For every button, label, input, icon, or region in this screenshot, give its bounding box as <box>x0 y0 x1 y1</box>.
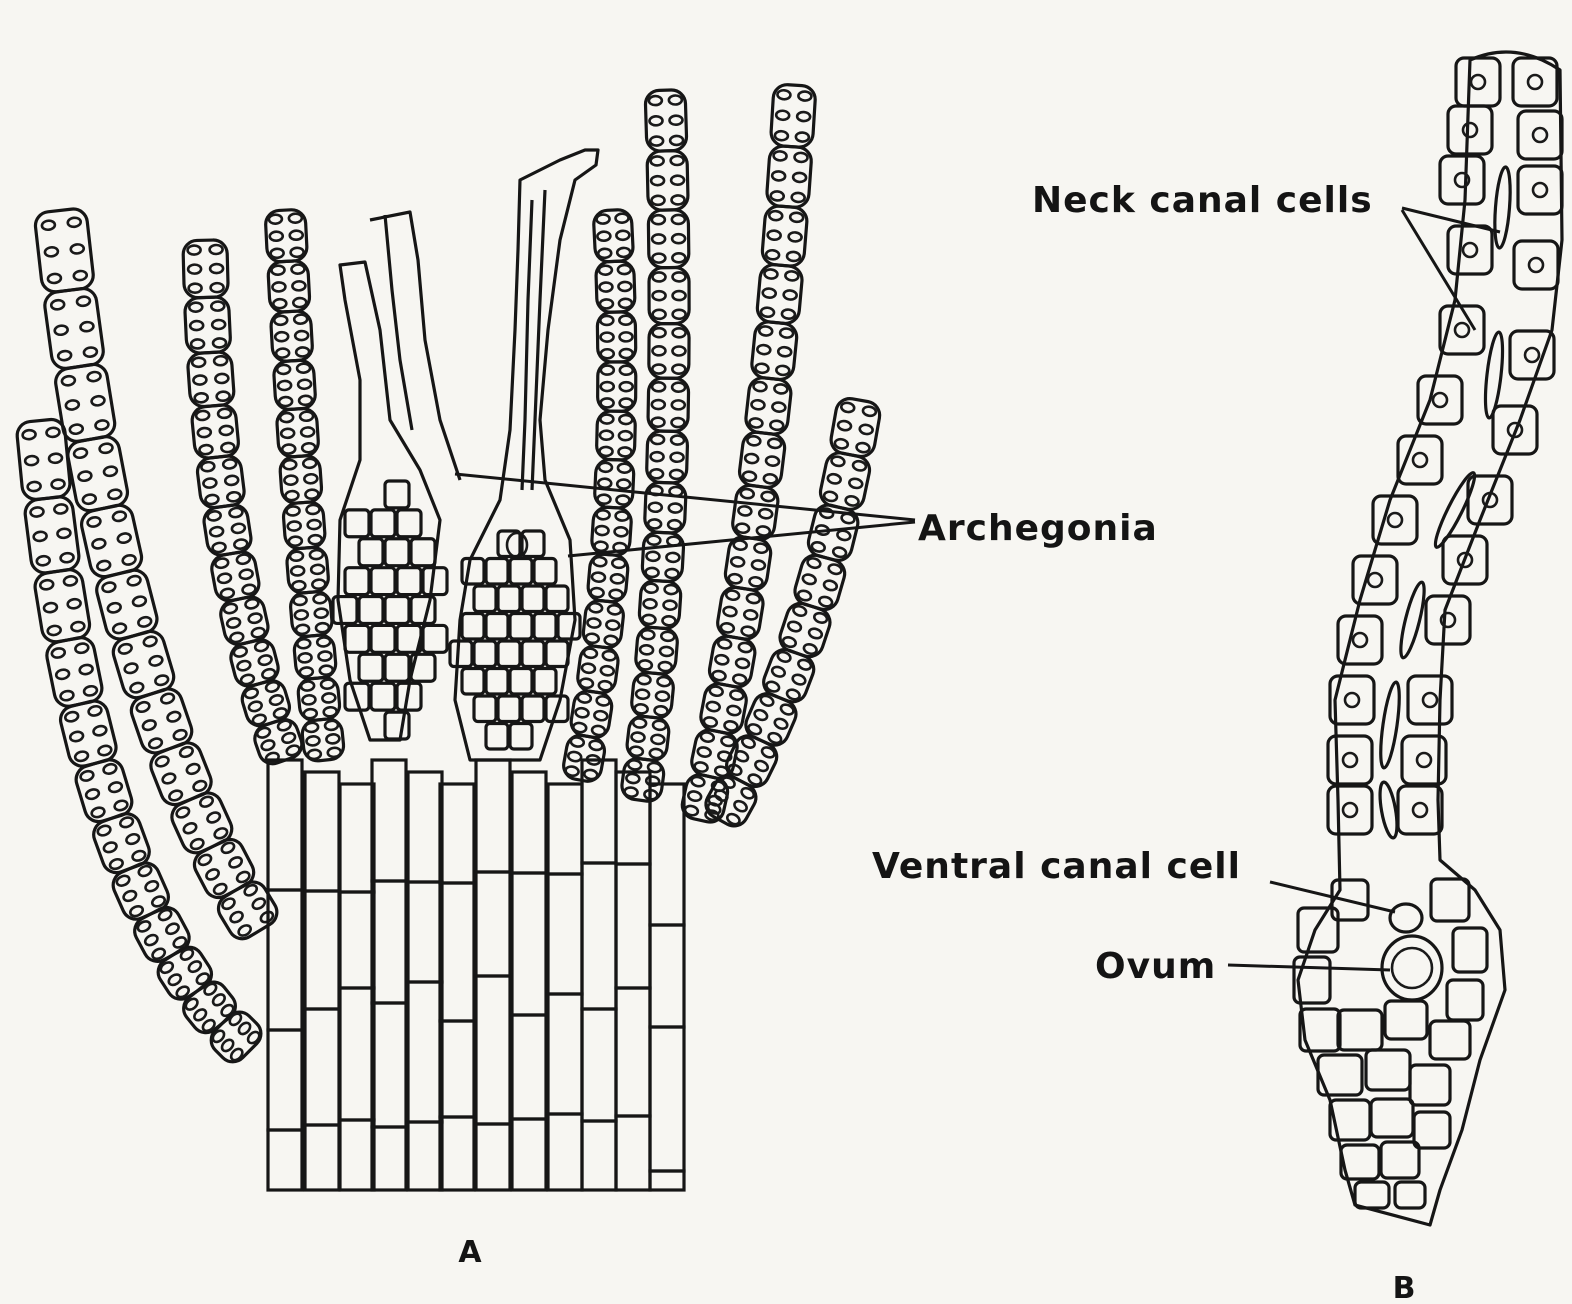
panel-b-label: B <box>1393 1271 1416 1304</box>
ovum-label: Ovum <box>1095 946 1216 987</box>
panel-a-label: A <box>458 1235 482 1270</box>
neck-canal-cells-label: Neck canal cells <box>1032 180 1373 221</box>
ventral-canal-cell-label: Ventral canal cell <box>872 846 1241 887</box>
archegonia-label: Archegonia <box>918 508 1158 549</box>
